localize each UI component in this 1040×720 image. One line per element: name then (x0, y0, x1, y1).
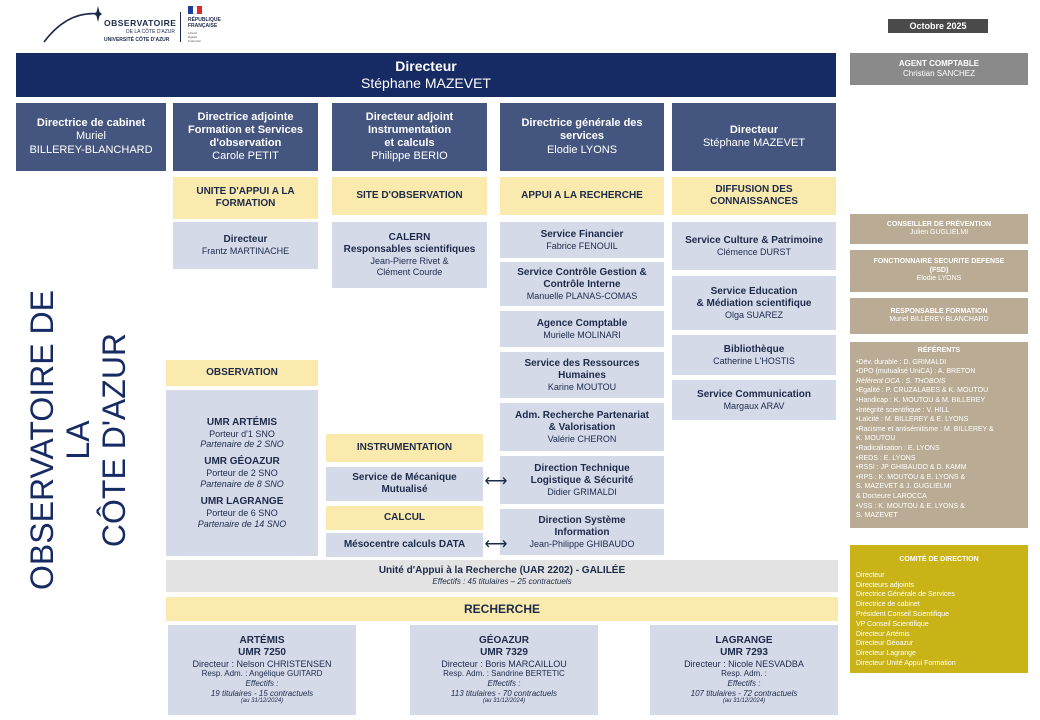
vertical-title: OBSERVATOIRE DE LA CÔTE D'AZUR (24, 290, 132, 590)
umr-lagrange-title: UMR LAGRANGE (200, 495, 284, 507)
section-instrumentation: INSTRUMENTATION (326, 434, 483, 462)
lab-lagrange: LAGRANGE UMR 7293 Directeur : Nicole NES… (650, 625, 838, 715)
uar-galilee: Unité d'Appui à la Recherche (UAR 2202) … (166, 560, 838, 592)
referents-panel: RÉFÉRENTS •Dév. durable : D. GRIMALDI •D… (850, 342, 1028, 528)
box-directrice-cabinet: Directrice de cabinet Muriel BILLEREY-BL… (16, 103, 166, 171)
responsable-formation: RESPONSABLE FORMATION Muriel BILLEREY-BL… (850, 298, 1028, 334)
section-calcul: CALCUL (326, 506, 483, 530)
service-education-mediation: Service Education & Médiation scientifiq… (672, 276, 836, 330)
section-site-observation: SITE D'OBSERVATION (332, 177, 487, 215)
flag-icon (188, 6, 203, 14)
date-badge: Octobre 2025 (888, 19, 988, 33)
fonctionnaire-securite-defense: FONCTIONNAIRE SECURITE DEFENSE (FSD) Elo… (850, 250, 1028, 292)
lab-geoazur: GÉOAZUR UMR 7329 Directeur : Boris MARCA… (410, 625, 598, 715)
republic-line-1: RÉPUBLIQUE (188, 17, 221, 23)
service-ressources-humaines: Service des Ressources Humaines Karine M… (500, 352, 664, 398)
direction-systeme-information: Direction Système Information Jean-Phili… (500, 509, 664, 555)
conseiller-prevention: CONSEILLER DE PRÉVENTION Julien GUGLIELM… (850, 214, 1028, 244)
adm-recherche-partenariat: Adm. Recherche Partenariat & Valorisatio… (500, 403, 664, 451)
service-mecanique: Service de Mécanique Mutualisé (326, 467, 483, 501)
logo-university: UNIVERSITÉ CÔTE D'AZUR (104, 37, 170, 43)
box-directeur-adjoint-instrumentation: Directeur adjoint Instrumentation et cal… (332, 103, 487, 171)
box-directrice-adjointe-formation: Directrice adjointe Formation et Service… (173, 103, 318, 171)
logo-name: OBSERVATOIRE (104, 18, 177, 28)
observation-umrs: UMR ARTÉMIS Porteur d'1 SNO Partenaire d… (166, 390, 318, 556)
observatory-arc-icon (43, 6, 102, 43)
section-diffusion: DIFFUSION DES CONNAISSANCES (672, 177, 836, 215)
logo-sub: DE LA CÔTE D'AZUR (126, 29, 176, 35)
bibliotheque: Bibliothèque Catherine L'HOSTIS (672, 335, 836, 375)
service-culture-patrimoine: Service Culture & Patrimoine Clémence DU… (672, 222, 836, 270)
mesocentre-calculs: Mésocentre calculs DATA (326, 533, 483, 557)
comite-direction-panel: COMITÉ DE DIRECTION Directeur Directeurs… (850, 545, 1028, 673)
oca-logo: OBSERVATOIRE DE LA CÔTE D'AZUR UNIVERSIT… (40, 4, 200, 44)
section-appui-recherche: APPUI A LA RECHERCHE (500, 177, 664, 215)
arrow-mecanique-technique: ⟷ (484, 473, 508, 490)
director-title: Directeur (395, 58, 457, 75)
umr-geoazur-title: UMR GÉOAZUR (204, 456, 280, 468)
service-financier: Service Financier Fabrice FENOUIL (500, 222, 664, 258)
service-controle-gestion: Service Contrôle Gestion & Contrôle Inte… (500, 262, 664, 306)
umr-artemis-title: UMR ARTÉMIS (206, 416, 278, 428)
direction-technique: Direction Technique Logistique & Sécurit… (500, 456, 664, 504)
section-observation: OBSERVATION (166, 360, 318, 386)
box-directeur-diffusion: Directeur Stéphane MAZEVET (672, 103, 836, 171)
service-communication: Service Communication Margaux ARAV (672, 380, 836, 420)
section-recherche: RECHERCHE (166, 597, 838, 621)
formation-director: Directeur Frantz MARTINACHE (173, 222, 318, 269)
director-name: Stéphane MAZEVET (361, 75, 491, 91)
logo-divider (180, 12, 181, 42)
lab-artemis: ARTÉMIS UMR 7250 Directeur : Nelson CHRI… (168, 625, 356, 715)
box-directrice-generale-services: Directrice générale des services Elodie … (500, 103, 664, 171)
arrow-mesocentre-dsi: ⟷ (484, 536, 508, 553)
agence-comptable: Agence Comptable Murielle MOLINARI (500, 311, 664, 347)
agent-comptable: AGENT COMPTABLE Christian SANCHEZ (850, 53, 1028, 85)
director-banner: Directeur Stéphane MAZEVET (16, 53, 836, 97)
calern-box: CALERN Responsables scientifiques Jean-P… (332, 222, 487, 288)
republic-line-2: FRANÇAISE (188, 23, 218, 29)
section-formation: UNITE D'APPUI A LA FORMATION (173, 177, 318, 219)
